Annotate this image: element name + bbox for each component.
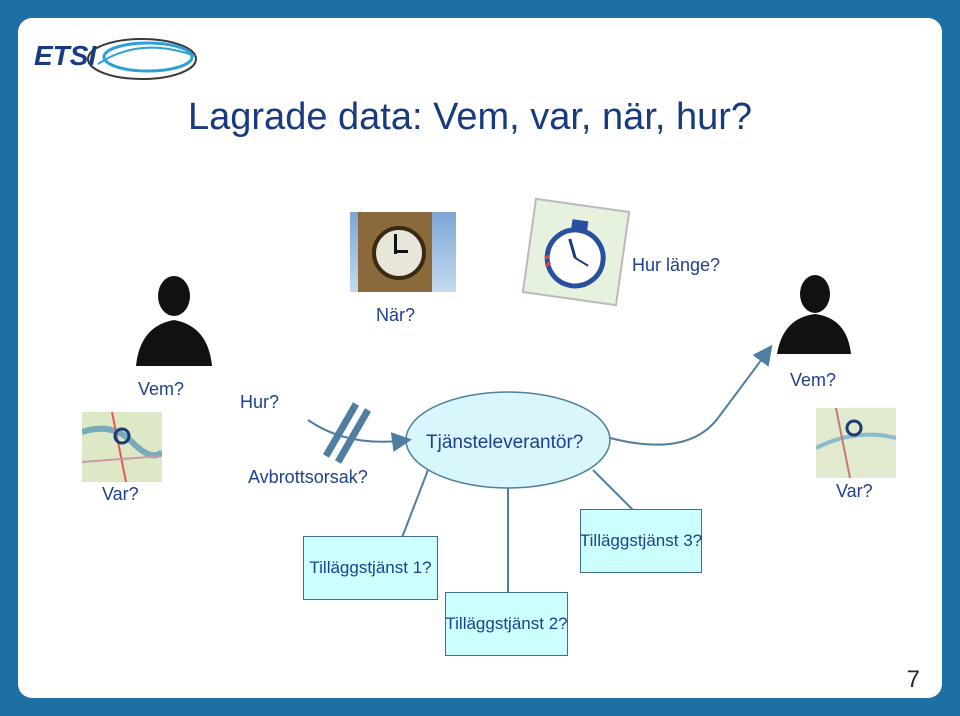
outgoing-connector (609, 344, 773, 446)
vem-right-label: Vem? (790, 370, 837, 390)
slide-title: Lagrade data: Vem, var, när, hur? (188, 96, 753, 138)
nar-label: När? (376, 305, 416, 325)
clock-tower-icon (350, 212, 456, 292)
break-mark-1 (322, 402, 360, 458)
page-number: 7 (906, 666, 920, 693)
hur-label: Hur? (240, 392, 280, 412)
hur-lange-label: Hur länge? (632, 255, 721, 275)
tillaggstjanst-1-box: Tilläggstjänst 1? (303, 536, 438, 600)
vem-left-label: Vem? (138, 379, 185, 399)
etsi-logo: ETSI (30, 26, 200, 88)
var-right-label: Var? (836, 481, 873, 501)
slide: ETSI Lagrade data: Vem, var, när, hur? (18, 18, 942, 698)
connector-t3 (592, 469, 634, 511)
center-oval-label: Tjänsteleverantör? (426, 432, 584, 453)
person-silhouette-icon-right (773, 270, 853, 354)
connector-t1 (397, 469, 429, 549)
break-mark-2 (334, 408, 372, 464)
tillaggstjanst-3-box: Tilläggstjänst 3? (580, 509, 702, 573)
person-silhouette-icon-left (130, 270, 214, 366)
tillaggstjanst-2-box: Tilläggstjänst 2? (445, 592, 568, 656)
var-left-label: Var? (102, 484, 139, 504)
diagram-connectors (307, 344, 773, 598)
stopwatch-icon (521, 197, 631, 307)
etsi-logo-text: ETSI (34, 40, 97, 71)
map-icon-left (82, 412, 162, 482)
avbrottsorsak-label: Avbrottsorsak? (248, 467, 368, 487)
map-icon-right (816, 408, 896, 478)
